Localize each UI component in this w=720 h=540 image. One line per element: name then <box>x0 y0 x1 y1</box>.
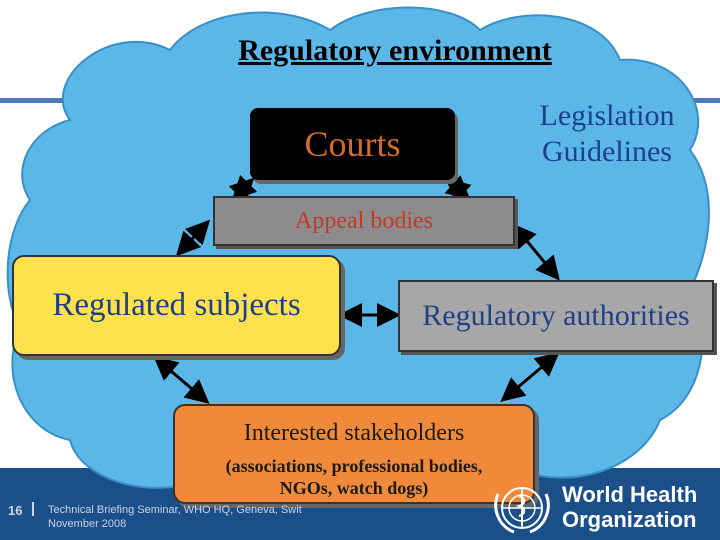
arrow-authorities-stakeholders <box>500 352 560 402</box>
seminar-line: Technical Briefing Seminar, WHO HQ, Gene… <box>48 504 302 516</box>
stakeholders-detail-line: (associations, professional bodies, <box>225 456 483 476</box>
arrow-subjects-stakeholders <box>153 356 210 404</box>
who-line: Organization <box>562 507 697 532</box>
regulated-subjects-box: Regulated subjects <box>12 255 341 356</box>
seminar-caption: Technical Briefing Seminar, WHO HQ, Gene… <box>48 503 302 531</box>
stakeholders-detail-line: NGOs, watch dogs) <box>279 478 429 498</box>
stakeholders-detail: (associations, professional bodies, NGOs… <box>175 455 533 499</box>
legislation-line: Legislation <box>539 99 675 132</box>
stakeholders-box: Interested stakeholders (associations, p… <box>173 404 535 504</box>
legislation-label: Legislation Guidelines <box>512 98 702 170</box>
slide-number-divider <box>32 502 34 516</box>
arrow-appeal-subjects <box>175 219 211 257</box>
stakeholders-label: Interested stakeholders <box>243 420 465 446</box>
un-emblem-icon <box>494 487 550 534</box>
courts-box: Courts <box>250 108 455 180</box>
arrow-courts-appeal-right <box>444 175 472 203</box>
guidelines-line: Guidelines <box>542 135 672 168</box>
diagram-title: Regulatory environment <box>238 34 552 67</box>
appeal-bodies-box: Appeal bodies <box>213 196 515 246</box>
who-line: World Health <box>562 482 698 507</box>
regulated-subjects-label: Regulated subjects <box>52 287 301 323</box>
slide-number: 16 <box>8 503 23 518</box>
appeal-bodies-label: Appeal bodies <box>295 207 433 234</box>
who-wordmark: World Health Organization <box>562 482 697 532</box>
arrow-appeal-authorities <box>512 223 560 281</box>
regulatory-authorities-label: Regulatory authorities <box>422 299 690 332</box>
regulatory-authorities-box: Regulatory authorities <box>398 280 714 352</box>
seminar-date: November 2008 <box>48 518 127 530</box>
courts-label: Courts <box>304 124 401 164</box>
arrow-courts-appeal-left <box>228 174 258 204</box>
